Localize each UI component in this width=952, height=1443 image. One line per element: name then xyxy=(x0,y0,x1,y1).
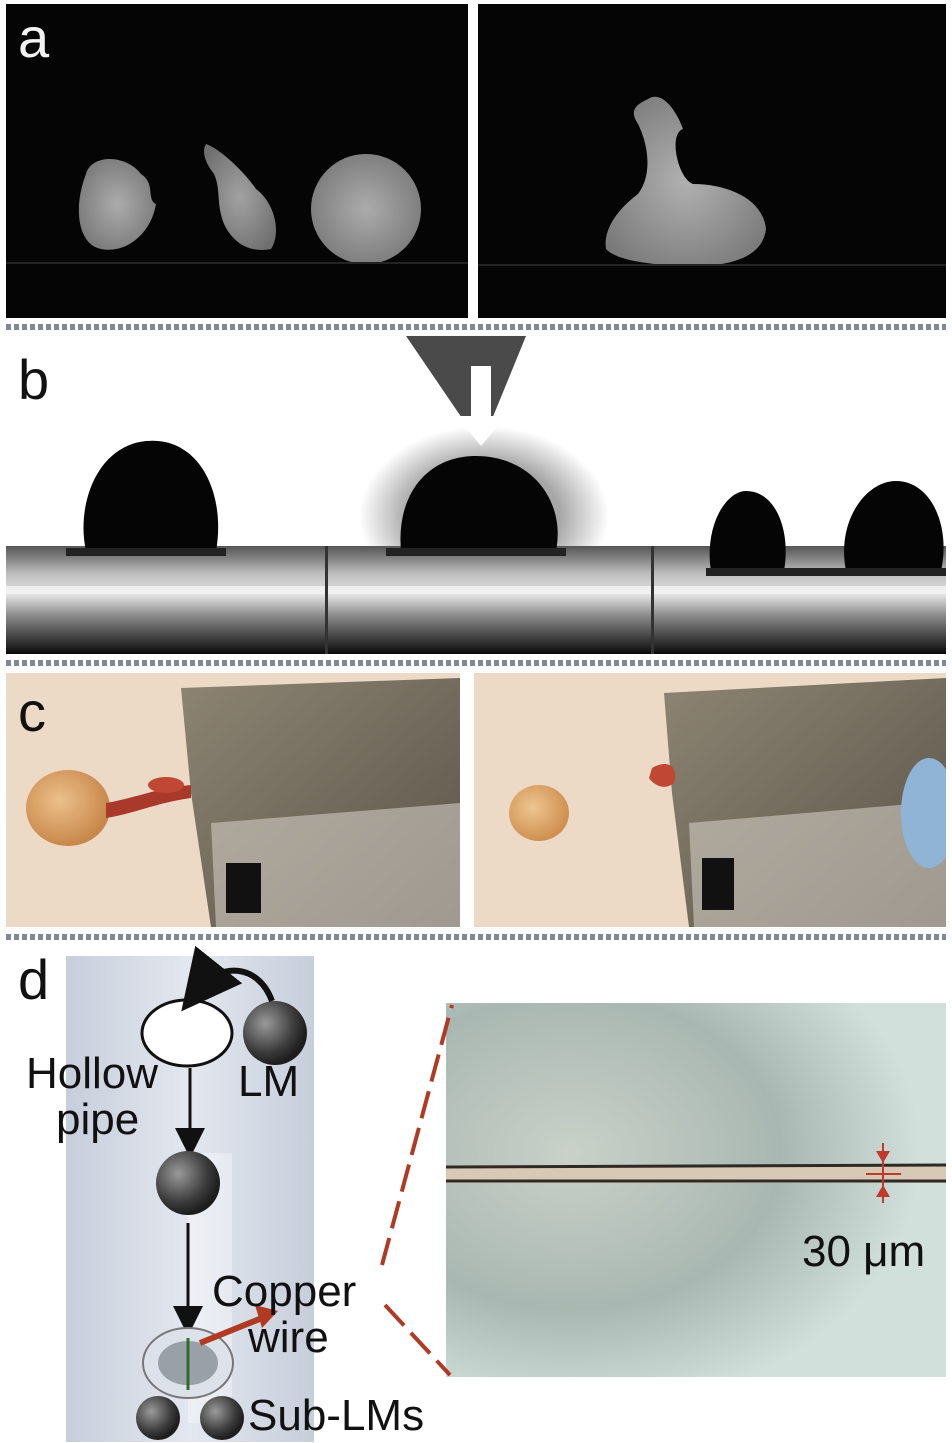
panel-c-right-image xyxy=(474,673,946,927)
panel-a-left-image xyxy=(6,4,468,318)
hollow-pipe-label-line1: Hollow xyxy=(26,1049,159,1098)
separator-ab xyxy=(6,324,946,330)
panel-b-image xyxy=(6,336,946,654)
hollow-pipe-label-line2: pipe xyxy=(56,1095,140,1144)
copper-wire-label-line2: wire xyxy=(248,1313,329,1362)
panel-d-micrograph xyxy=(446,1003,946,1377)
lm-label: LM xyxy=(238,1057,300,1106)
sub-lms-label: Sub-LMs xyxy=(248,1391,425,1440)
panel-c-left-image xyxy=(6,673,460,927)
panel-d-label: d xyxy=(18,948,50,1011)
panel-a-right-image xyxy=(478,4,946,318)
separator-bc xyxy=(6,660,946,666)
panel-d-diagram xyxy=(136,945,307,1440)
copper-wire-label-line1: Copper xyxy=(212,1267,357,1316)
separator-cd xyxy=(6,934,946,940)
scale-bar-label: 30 μm xyxy=(802,1227,926,1276)
panel-c-label: c xyxy=(18,680,46,743)
panel-b-label: b xyxy=(18,348,50,411)
panel-a-label: a xyxy=(18,6,50,69)
